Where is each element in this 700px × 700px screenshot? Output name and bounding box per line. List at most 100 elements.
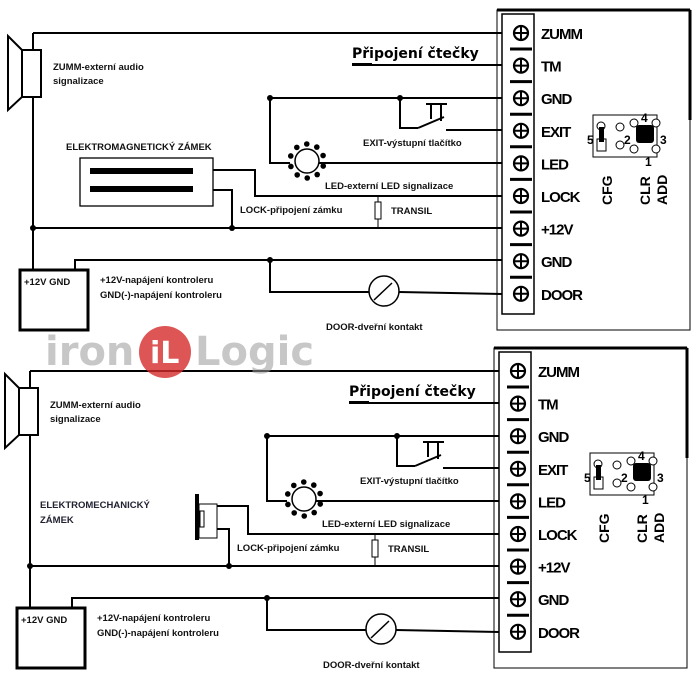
jumper-label-cfg: CFG (596, 513, 612, 543)
section-title: Připojení čtečky (349, 384, 476, 400)
terminal-door: DOOR (512, 285, 584, 304)
lock-title: ELEKTROMECHANICKÝ (40, 499, 150, 511)
terminal-plus12v: +12V (507, 558, 571, 585)
speaker-body (18, 387, 39, 436)
power-box-label: +12V GND (21, 615, 67, 626)
zumm-label: ZUMM-externí audio (50, 400, 141, 411)
jumper-label-clr: CLR (634, 514, 650, 543)
led-ray-dot (294, 144, 300, 151)
zumm-label: signalizace (53, 76, 104, 87)
pin-number: 2 (624, 133, 631, 147)
terminal-gnd: GND (510, 90, 574, 116)
screw-cross (514, 156, 528, 171)
button-pin (629, 118, 639, 128)
power-box-label: +12V GND (24, 277, 70, 288)
jumper-pin (612, 460, 622, 470)
pin-number: 5 (584, 471, 591, 485)
terminal-label: DOOR (538, 625, 580, 642)
terminal-exit: EXIT (507, 460, 569, 487)
terminal-tm: TM (507, 395, 559, 422)
jumper-pin (615, 122, 625, 132)
lock-bolt (199, 510, 205, 528)
pin-number: 1 (645, 155, 652, 169)
watermark-badge-text: iL (150, 336, 179, 371)
led-label: LED-externí LED signalizace (325, 181, 453, 192)
wire (71, 597, 499, 608)
lock-bar (90, 168, 193, 174)
terminal-gnd: GND (507, 591, 571, 617)
terminal-label: DOOR (541, 287, 583, 304)
wire (398, 291, 503, 295)
speaker-body (21, 49, 42, 98)
screw-cross (514, 254, 528, 269)
config-button-icon (636, 125, 654, 143)
lock-bar (90, 186, 193, 192)
terminal-plus12v: +12V (510, 220, 574, 247)
led-ray-dot (314, 171, 320, 178)
transil-label: TRANSIL (388, 544, 429, 555)
button-pin (626, 456, 636, 466)
exit-button-icon (426, 103, 447, 121)
junction-dot (394, 433, 400, 439)
terminal-zumm: ZUMM (507, 362, 580, 389)
led-ray-dot (317, 501, 324, 507)
jumper-label-clr: CLR (637, 176, 653, 205)
power-supply-box (15, 606, 87, 670)
exit-button-icon (423, 441, 444, 459)
terminal-label: LOCK (541, 189, 581, 206)
pin-number: 3 (657, 471, 664, 485)
led-ray-dot (288, 163, 294, 170)
transil-label: TRANSIL (391, 206, 432, 217)
lock-title: ELEKTROMAGNETICKÝ ZÁMEK (66, 141, 212, 153)
lock-title: ZÁMEK (40, 515, 74, 526)
transil-icon (374, 201, 382, 220)
terminal-lock: LOCK (510, 187, 582, 214)
door-label: DOOR-dveřní kontakt (326, 322, 423, 333)
screw-cross (514, 91, 528, 106)
led-ray-dot (317, 490, 323, 497)
terminal-label: GND (541, 254, 573, 271)
zumm-label: signalizace (50, 414, 101, 425)
led-ray-dot (301, 513, 308, 519)
led-ray-dot (311, 509, 317, 516)
screw-cross (511, 461, 525, 476)
pin-number: 1 (642, 493, 649, 507)
terminal-label: GND (538, 592, 570, 609)
jumper-cap-icon (599, 127, 604, 142)
transil-icon (371, 539, 379, 558)
jumper-label-add: ADD (651, 513, 667, 543)
junction-dot (30, 225, 36, 231)
terminal-label: GND (538, 429, 570, 446)
button-pin (626, 482, 636, 492)
speaker-icon (4, 371, 20, 451)
screw-cross (514, 123, 528, 138)
led-ray-dot (287, 153, 294, 159)
lock-label: LOCK-připojení zámku (237, 543, 340, 554)
wiring-panel-electromechanical: Připojení čtečkyZUMMTMGNDEXITLEDLOCK+12V… (4, 346, 689, 671)
terminal-label: LED (538, 494, 566, 511)
screw-cross (514, 58, 528, 73)
led-ray-dot (300, 479, 307, 485)
electromagnetic-lock-icon (79, 157, 214, 207)
power-label: GND(-)-napájení kontroleru (97, 628, 219, 639)
led-ray-dot (285, 501, 291, 508)
terminal-label: +12V (538, 560, 570, 577)
wire (213, 189, 233, 228)
button-pin (651, 118, 661, 128)
terminal-label: +12V (541, 222, 573, 239)
zumm-label: ZUMM-externí audio (53, 62, 144, 73)
wire (266, 436, 287, 502)
screw-cross (511, 364, 525, 378)
screw-cross (511, 396, 525, 411)
terminal-door: DOOR (509, 623, 581, 642)
jumper-block (592, 114, 658, 158)
button-pin (629, 144, 639, 154)
exit-switch-lever (417, 116, 445, 129)
jumper-label-add: ADD (654, 175, 670, 205)
wire (399, 98, 418, 129)
led-ray-dot (284, 491, 291, 497)
wire (269, 260, 369, 293)
led-ray-dot (320, 163, 327, 169)
screw-cross (511, 527, 525, 541)
jumper-cap-icon (596, 465, 601, 480)
